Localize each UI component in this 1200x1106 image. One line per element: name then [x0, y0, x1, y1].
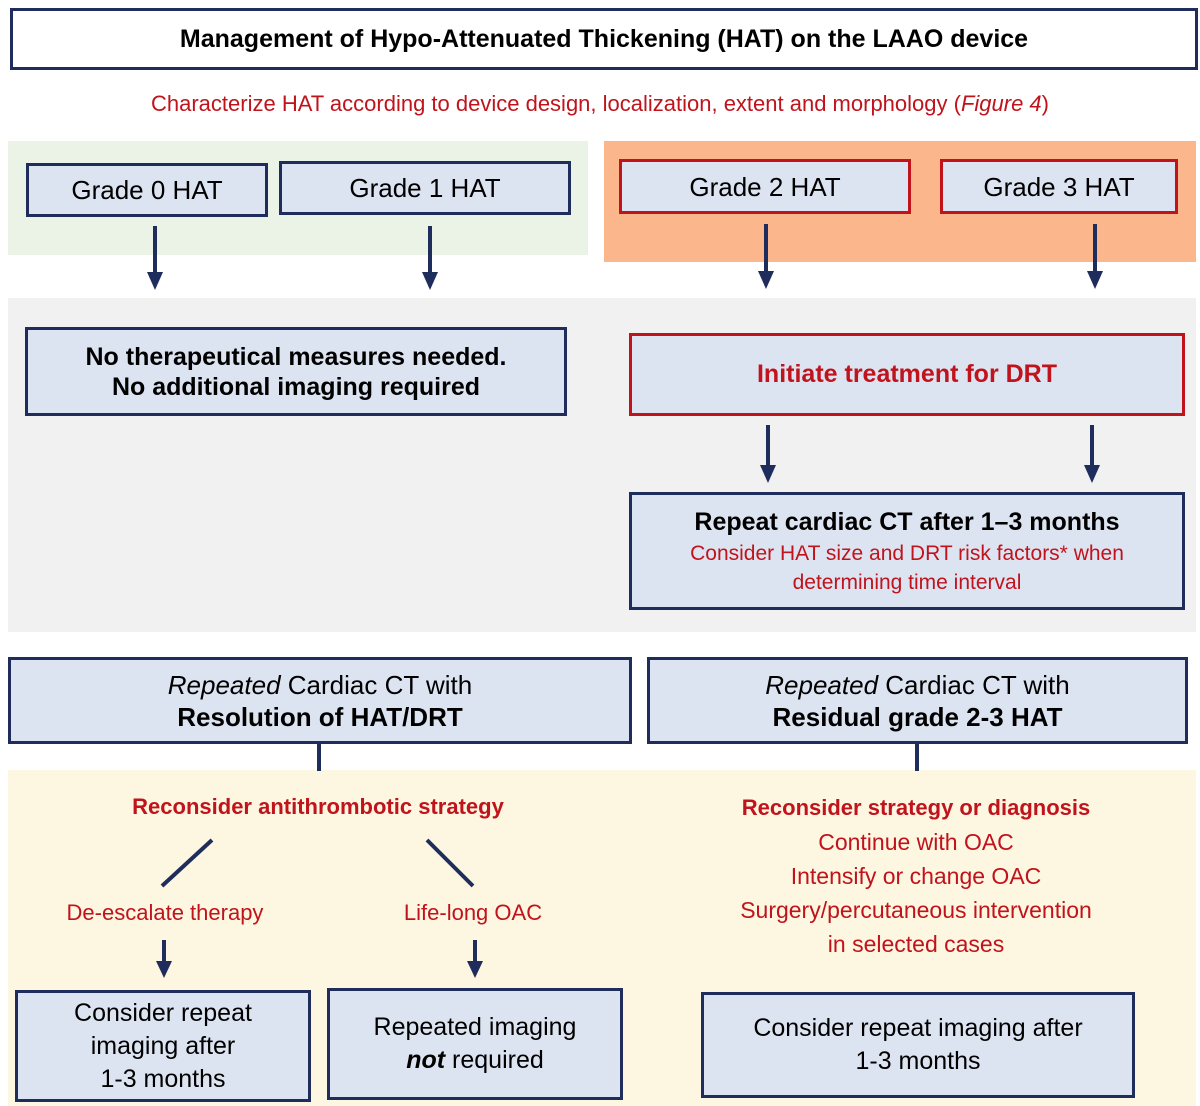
not-required-box: Repeated imaging not required	[327, 988, 623, 1100]
grade-1-label: Grade 1 HAT	[349, 173, 501, 203]
resolution-box: Repeated Cardiac CT with Resolution of H…	[8, 657, 632, 744]
repeat-ct-box: Repeat cardiac CT after 1–3 months Consi…	[629, 492, 1185, 610]
initiate-treatment-box: Initiate treatment for DRT	[629, 333, 1185, 416]
diagonal-right	[425, 838, 475, 888]
consider-repeat-right-box: Consider repeat imaging after 1-3 months	[701, 992, 1135, 1098]
reconsider-strategy: Reconsider strategy or diagnosis Continu…	[640, 791, 1192, 961]
repeat-ct-title: Repeat cardiac CT after 1–3 months	[694, 508, 1120, 536]
grade-0-label: Grade 0 HAT	[71, 175, 223, 205]
arrow-grade-1	[422, 226, 438, 290]
initiate-treatment-label: Initiate treatment for DRT	[756, 360, 1058, 388]
lifelong-label: Life-long OAC	[403, 900, 543, 925]
no-measures-line2: No additional imaging required	[111, 372, 481, 401]
consider-repeat-left-box: Consider repeat imaging after 1-3 months	[15, 990, 311, 1102]
page-title-box: Management of Hypo-Attenuated Thickening…	[10, 8, 1198, 70]
residual-line1: Repeated Cardiac CT with	[765, 669, 1070, 700]
strategy-item-1: Continue with OAC	[818, 829, 1014, 855]
diagonal-left	[160, 838, 214, 888]
strategy-item-2: Intensify or change OAC	[790, 863, 1042, 889]
reconsider-strategy-title: Reconsider strategy or diagnosis	[741, 795, 1091, 820]
residual-line2: Residual grade 2-3 HAT	[772, 701, 1063, 732]
arrow-grade-2	[758, 224, 774, 289]
arrow-treatment-right	[1084, 425, 1100, 483]
figure-reference: Figure 4	[960, 91, 1042, 116]
grade-3-label: Grade 3 HAT	[983, 171, 1135, 202]
no-measures-box: No therapeutical measures needed. No add…	[25, 327, 567, 416]
strategy-item-3: Surgery/percutaneous intervention	[740, 897, 1092, 923]
grade-2-box: Grade 2 HAT	[619, 159, 911, 214]
subtitle: Characterize HAT according to device des…	[151, 91, 1049, 116]
not-required-line2: not required	[406, 1046, 544, 1074]
residual-box: Repeated Cardiac CT with Residual grade …	[647, 657, 1188, 744]
arrow-lifelong	[467, 940, 483, 978]
strategy-item-4: in selected cases	[827, 931, 1005, 957]
arrow-grade-0	[147, 226, 163, 290]
grade-1-box: Grade 1 HAT	[279, 161, 571, 215]
arrow-grade-3	[1087, 224, 1103, 289]
deescalate-label: De-escalate therapy	[66, 900, 264, 925]
grade-2-label: Grade 2 HAT	[689, 171, 841, 202]
reconsider-antithrombotic: Reconsider antithrombotic strategy	[132, 794, 504, 819]
grade-0-box: Grade 0 HAT	[26, 163, 268, 217]
arrow-treatment-left	[760, 425, 776, 483]
repeat-ct-note-2: determining time interval	[792, 571, 1022, 594]
repeat-ct-note-1: Consider HAT size and DRT risk factors* …	[690, 542, 1124, 565]
resolution-line1: Repeated Cardiac CT with	[167, 669, 473, 700]
resolution-line2: Resolution of HAT/DRT	[177, 701, 463, 732]
no-measures-line1: No therapeutical measures needed.	[85, 342, 507, 371]
arrow-deescalate	[156, 940, 172, 978]
grade-3-box: Grade 3 HAT	[940, 159, 1178, 214]
page-title: Management of Hypo-Attenuated Thickening…	[179, 24, 1029, 53]
